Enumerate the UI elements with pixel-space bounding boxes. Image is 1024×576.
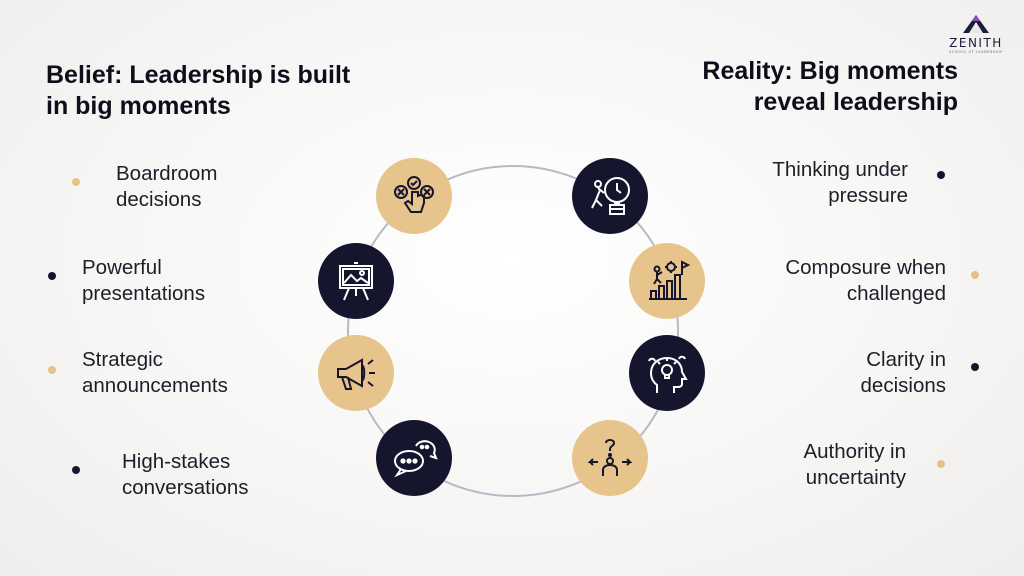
node-thinking-under-pressure	[572, 158, 648, 234]
node-strategic-announcements	[318, 335, 394, 411]
node-clarity-in-decisions	[629, 335, 705, 411]
node-authority-in-uncertainty	[572, 420, 648, 496]
climbing-growth-icon	[649, 260, 691, 300]
connecting-ring	[347, 165, 679, 497]
speech-bubbles-icon	[394, 440, 438, 478]
belief-item-strategic-announcements: Strategic announcements	[82, 348, 228, 397]
presentation-easel-icon	[339, 262, 373, 301]
zenith-logo: ZENITH SCHOOL OF LEADERSHIP	[940, 14, 1012, 54]
node-composure-when-challenged	[629, 243, 705, 319]
belief-item-boardroom-decisions: Boardroom decisions	[116, 162, 218, 211]
pushing-clock-icon	[591, 177, 630, 215]
idea-head-icon	[648, 355, 688, 393]
reality-heading: Reality: Big moments reveal leadership	[702, 57, 958, 116]
brand-name: ZENITH	[949, 36, 1003, 50]
belief-heading: Belief: Leadership is built in big momen…	[46, 61, 351, 120]
node-high-stakes-conversations	[376, 420, 452, 496]
reality-item-authority-in-uncertainty: Authority in uncertainty	[803, 440, 906, 489]
reality-item-clarity-in-decisions: Clarity in decisions	[860, 348, 946, 397]
bullet-dot	[48, 366, 56, 374]
bullet-dot	[937, 171, 945, 179]
bullet-dot	[971, 363, 979, 371]
bullet-dot	[971, 271, 979, 279]
bullet-dot	[937, 460, 945, 468]
decision-choice-icon	[394, 176, 434, 213]
bullet-dot	[48, 272, 56, 280]
node-powerful-presentations	[318, 243, 394, 319]
bullet-dot	[72, 466, 80, 474]
reality-item-thinking-under-pressure: Thinking under pressure	[772, 158, 908, 207]
belief-item-high-stakes-conversations: High-stakes conversations	[122, 450, 249, 499]
node-boardroom-decisions	[376, 158, 452, 234]
megaphone-icon	[337, 358, 375, 390]
brand-tagline: SCHOOL OF LEADERSHIP	[949, 50, 1003, 54]
reality-item-composure-when-challenged: Composure when challenged	[785, 256, 946, 305]
belief-item-powerful-presentations: Powerful presentations	[82, 256, 206, 305]
mountain-peak-logo-icon	[963, 15, 989, 33]
crossroads-question-icon	[587, 439, 633, 476]
bullet-dot	[72, 178, 80, 186]
